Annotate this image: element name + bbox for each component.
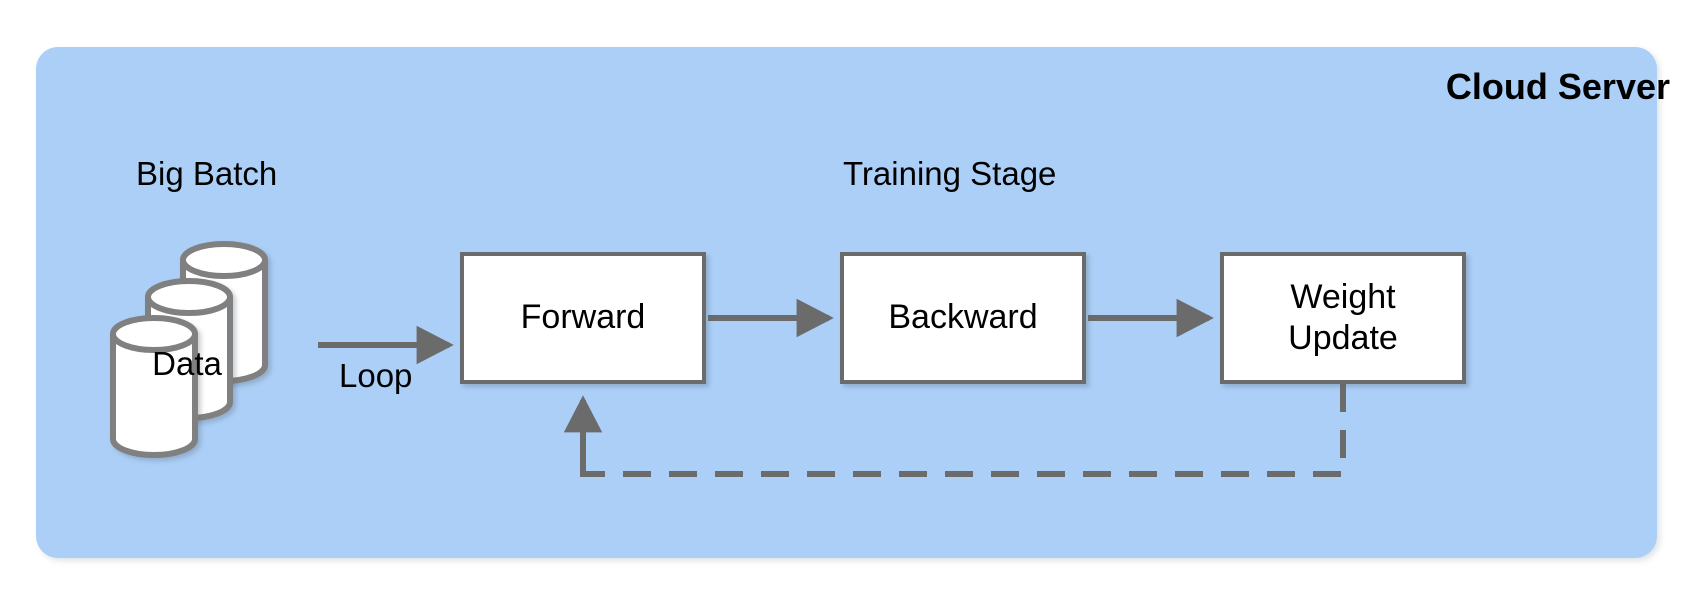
node-weight-update-line2: Update [1288, 319, 1398, 357]
node-forward[interactable]: Forward [460, 252, 706, 384]
big-batch-label: Big Batch [136, 155, 278, 192]
node-weight-update[interactable]: Weight Update [1220, 252, 1466, 384]
datastore-label: Data [152, 345, 222, 382]
node-backward[interactable]: Backward [840, 252, 1086, 384]
training-stage-label: Training Stage [843, 155, 1057, 192]
node-weight-update-line1: Weight [1290, 277, 1396, 316]
loop-edge-label: Loop [339, 357, 413, 394]
cloud-server-title: Cloud Server [1445, 66, 1670, 107]
